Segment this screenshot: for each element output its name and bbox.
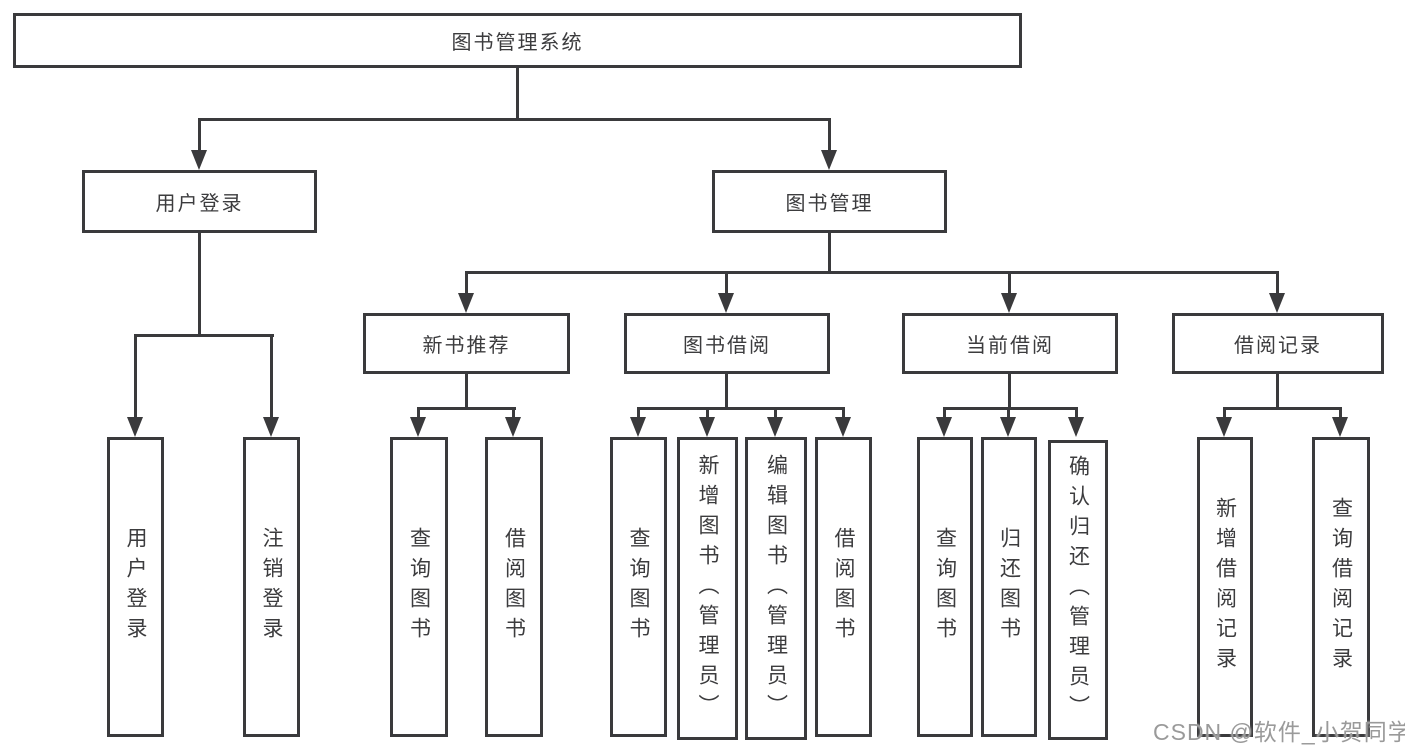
arrow-down-icon xyxy=(458,293,474,313)
edge-book-mgmt-hbar xyxy=(465,271,1279,274)
node-label: 新增借阅记录 xyxy=(1213,497,1237,677)
node-label: 借阅记录 xyxy=(1234,335,1322,357)
arrow-down-icon xyxy=(1000,417,1016,437)
edge-borrow-record-stem xyxy=(1276,372,1279,410)
arrow-down-icon xyxy=(1068,417,1084,437)
node-label: 查询图书 xyxy=(627,527,650,647)
arrow-down-icon xyxy=(1216,417,1232,437)
edge-drop-bb-edit xyxy=(774,407,777,419)
node-label: 新书推荐 xyxy=(422,335,511,357)
node-user-login: 用户登录 xyxy=(82,170,317,233)
arrow-down-icon xyxy=(767,417,783,437)
edge-drop-ul-login xyxy=(134,334,137,418)
arrow-down-icon xyxy=(821,150,837,170)
arrow-down-icon xyxy=(191,150,207,170)
edge-drop-book-mgmt xyxy=(828,118,831,152)
leaf-add-borrow-record: 新增借阅记录 xyxy=(1197,437,1253,737)
edge-current-borrow-stem xyxy=(1008,372,1011,410)
edge-drop-cb-confirm xyxy=(1075,407,1078,419)
node-label: 确认归还（管理员） xyxy=(1066,455,1090,725)
edge-drop-br-add xyxy=(1223,407,1226,419)
edge-new-book-rec-stem xyxy=(465,372,468,410)
node-label: 图书管理 xyxy=(785,193,874,215)
arrow-down-icon xyxy=(835,417,851,437)
arrow-down-icon xyxy=(263,417,279,437)
leaf-current-query-book: 查询图书 xyxy=(917,437,973,737)
node-library-management-system: 图书管理系统 xyxy=(13,13,1022,68)
leaf-rec-query-book: 查询图书 xyxy=(390,437,448,737)
leaf-return-book: 归还图书 xyxy=(981,437,1037,737)
edge-current-borrow-hbar xyxy=(943,407,1078,410)
leaf-add-book-admin: 新增图书（管理员） xyxy=(677,437,738,740)
arrow-down-icon xyxy=(718,293,734,313)
edge-drop-bb-add xyxy=(706,407,709,419)
leaf-rec-borrow-book: 借阅图书 xyxy=(485,437,543,737)
edge-book-borrow-stem xyxy=(725,372,728,410)
node-borrow-record: 借阅记录 xyxy=(1172,313,1384,374)
leaf-borrow-book: 借阅图书 xyxy=(815,437,872,737)
node-label: 图书借阅 xyxy=(683,335,771,357)
leaf-confirm-return-admin: 确认归还（管理员） xyxy=(1048,440,1108,740)
node-label: 用户登录 xyxy=(155,193,244,215)
node-label: 借阅图书 xyxy=(502,527,526,647)
edge-drop-new-book-rec xyxy=(465,271,468,295)
leaf-edit-book-admin: 编辑图书（管理员） xyxy=(745,437,807,740)
node-label: 图书管理系统 xyxy=(451,32,584,54)
edge-drop-nb-query xyxy=(417,407,420,419)
arrow-down-icon xyxy=(505,417,521,437)
edge-drop-ul-logout xyxy=(270,334,273,418)
edge-book-mgmt-stem xyxy=(828,231,831,274)
edge-drop-bb-borrow xyxy=(842,407,845,419)
node-book-management: 图书管理 xyxy=(712,170,947,233)
arrow-down-icon xyxy=(936,417,952,437)
arrow-down-icon xyxy=(699,417,715,437)
edge-book-borrow-hbar xyxy=(637,407,845,410)
arrow-down-icon xyxy=(1001,293,1017,313)
node-label: 查询借阅记录 xyxy=(1329,497,1353,677)
edge-root-hbar xyxy=(198,118,831,121)
edge-drop-cb-return xyxy=(1007,407,1010,419)
edge-drop-book-borrow xyxy=(725,271,728,295)
node-book-borrow: 图书借阅 xyxy=(624,313,830,374)
node-label: 新增图书（管理员） xyxy=(696,453,719,724)
edge-drop-bb-query xyxy=(637,407,640,419)
node-new-book-recommend: 新书推荐 xyxy=(363,313,570,374)
arrow-down-icon xyxy=(630,417,646,437)
edge-drop-nb-borrow xyxy=(512,407,515,419)
edge-drop-current-borrow xyxy=(1008,271,1011,295)
node-current-borrow: 当前借阅 xyxy=(902,313,1118,374)
node-label: 当前借阅 xyxy=(966,335,1054,357)
node-label: 编辑图书（管理员） xyxy=(764,453,788,724)
arrow-down-icon xyxy=(127,417,143,437)
edge-root-stem xyxy=(516,66,519,120)
node-label: 归还图书 xyxy=(997,527,1021,647)
csdn-watermark: CSDN @软件_小贺同学 xyxy=(1153,719,1405,745)
edge-user-login-hbar xyxy=(134,334,274,337)
node-label: 借阅图书 xyxy=(832,527,855,647)
edge-new-book-rec-hbar xyxy=(417,407,516,410)
leaf-borrow-query-book: 查询图书 xyxy=(610,437,667,737)
node-label: 用户登录 xyxy=(124,527,147,647)
edge-drop-user-login xyxy=(198,118,201,152)
arrow-down-icon xyxy=(1332,417,1348,437)
arrow-down-icon xyxy=(1269,293,1285,313)
arrow-down-icon xyxy=(410,417,426,437)
leaf-user-login: 用户登录 xyxy=(107,437,164,737)
edge-borrow-record-hbar xyxy=(1223,407,1342,410)
node-label: 注销登录 xyxy=(260,527,283,647)
edge-drop-borrow-record xyxy=(1276,271,1279,295)
edge-drop-cb-query xyxy=(943,407,946,419)
edge-drop-br-query xyxy=(1339,407,1342,419)
node-label: 查询图书 xyxy=(407,527,431,647)
leaf-query-borrow-record: 查询借阅记录 xyxy=(1312,437,1370,737)
node-label: 查询图书 xyxy=(933,527,957,647)
leaf-logout: 注销登录 xyxy=(243,437,300,737)
edge-user-login-stem xyxy=(198,231,201,337)
